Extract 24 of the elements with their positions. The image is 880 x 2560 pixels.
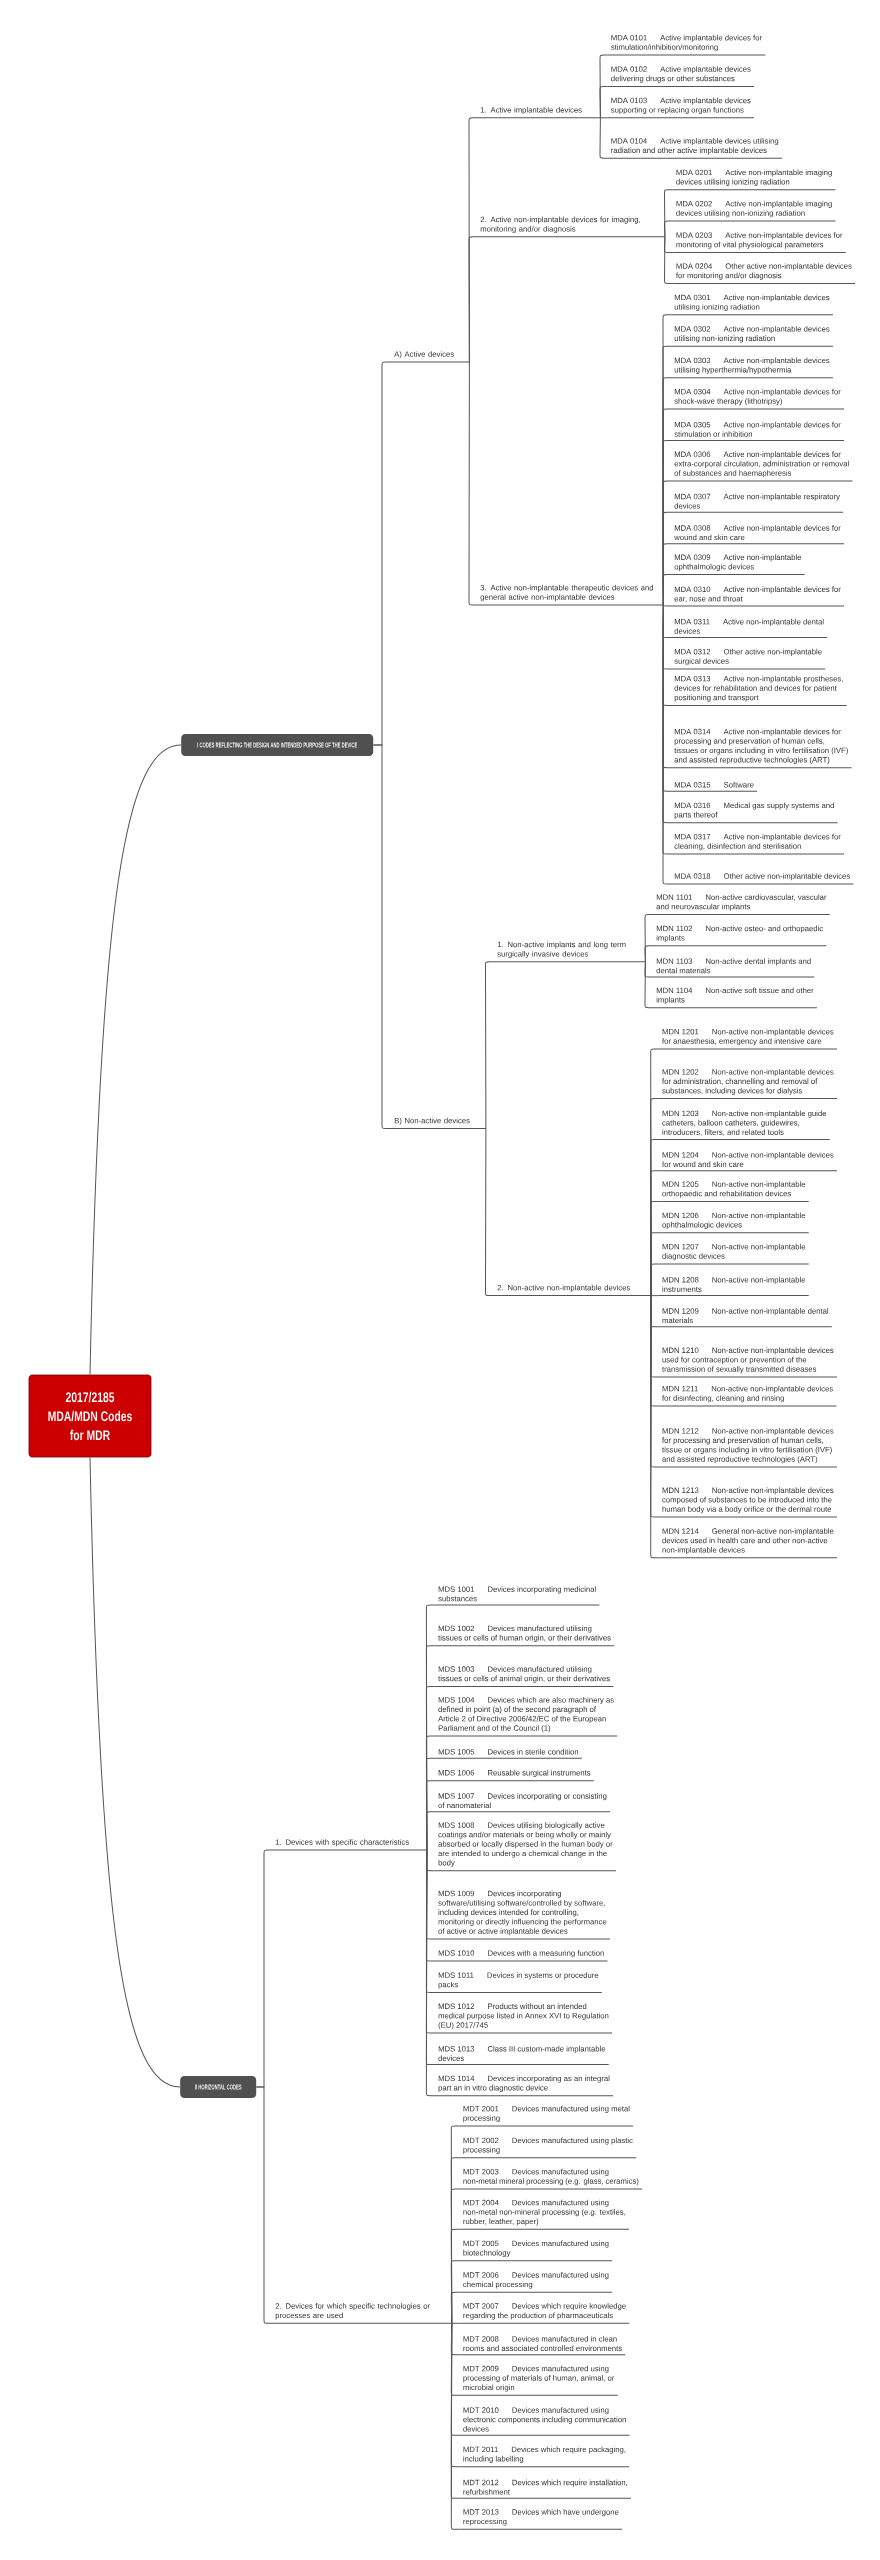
branch-line xyxy=(664,236,674,284)
branch-line xyxy=(599,117,609,159)
branch-line xyxy=(662,601,672,607)
central-topic-box: 2017/2185 MDA/MDN Codes for MDR xyxy=(28,1374,152,1458)
branch-line xyxy=(644,945,654,963)
branch-line xyxy=(450,2291,461,2324)
branch-line xyxy=(468,236,478,363)
branch-line xyxy=(650,1263,660,1297)
branch-line xyxy=(468,361,478,606)
branch-line xyxy=(451,2322,461,2324)
branch-line xyxy=(425,1811,436,1851)
branch-line xyxy=(650,1295,660,1297)
branch-line xyxy=(644,961,654,1009)
branch-line xyxy=(664,220,674,238)
branch-line xyxy=(89,1456,181,2088)
branch-line xyxy=(255,2086,273,2324)
branch-line xyxy=(599,85,609,119)
branch-line xyxy=(664,189,674,238)
branch-line xyxy=(372,744,392,1129)
branch-line xyxy=(89,744,182,1376)
branch-line xyxy=(485,961,495,1129)
branch-line xyxy=(485,1128,495,1297)
branch-line xyxy=(650,1295,660,1559)
branch-line xyxy=(599,117,609,119)
